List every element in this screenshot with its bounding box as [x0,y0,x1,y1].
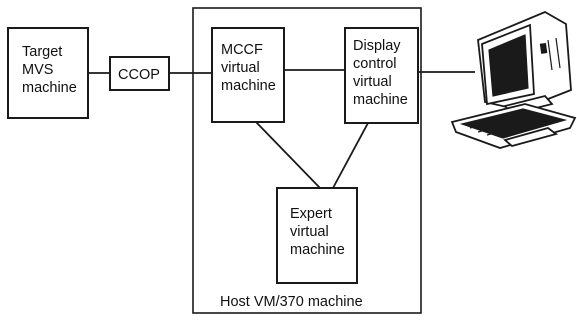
mccf-virtual-machine-node: MCCF virtual machine [211,27,285,123]
ccop-node-label: CCOP [118,67,160,83]
display-node-line-4: machine [353,92,408,108]
mccf-node-line-1: MCCF [221,42,263,58]
mccf-node-line-2: virtual [221,60,260,76]
target-node-line-1: Target [22,44,62,60]
display-node-line-2: control [353,56,397,72]
link-display-expert [332,122,369,189]
target-node-line-2: MVS [22,62,53,78]
expert-node-line-3: machine [290,242,345,258]
display-node-line-1: Display [353,38,401,54]
expert-node-line-1: Expert [290,206,332,222]
ccop-node: CCOP [109,56,170,91]
target-node-line-3: machine [22,80,77,96]
host-machine-label: Host VM/370 machine [220,294,363,310]
display-control-virtual-machine-node: Display control virtual machine [344,27,419,124]
host-machine-boundary [192,7,422,314]
mccf-node-line-3: machine [221,78,276,94]
expert-node-line-2: virtual [290,224,329,240]
target-mvs-machine-node: Target MVS machine [7,27,89,119]
link-mccf-expert [255,121,321,189]
computer-terminal-icon [450,10,577,149]
display-node-line-3: virtual [353,74,392,90]
expert-virtual-machine-node: Expert virtual machine [276,187,358,284]
